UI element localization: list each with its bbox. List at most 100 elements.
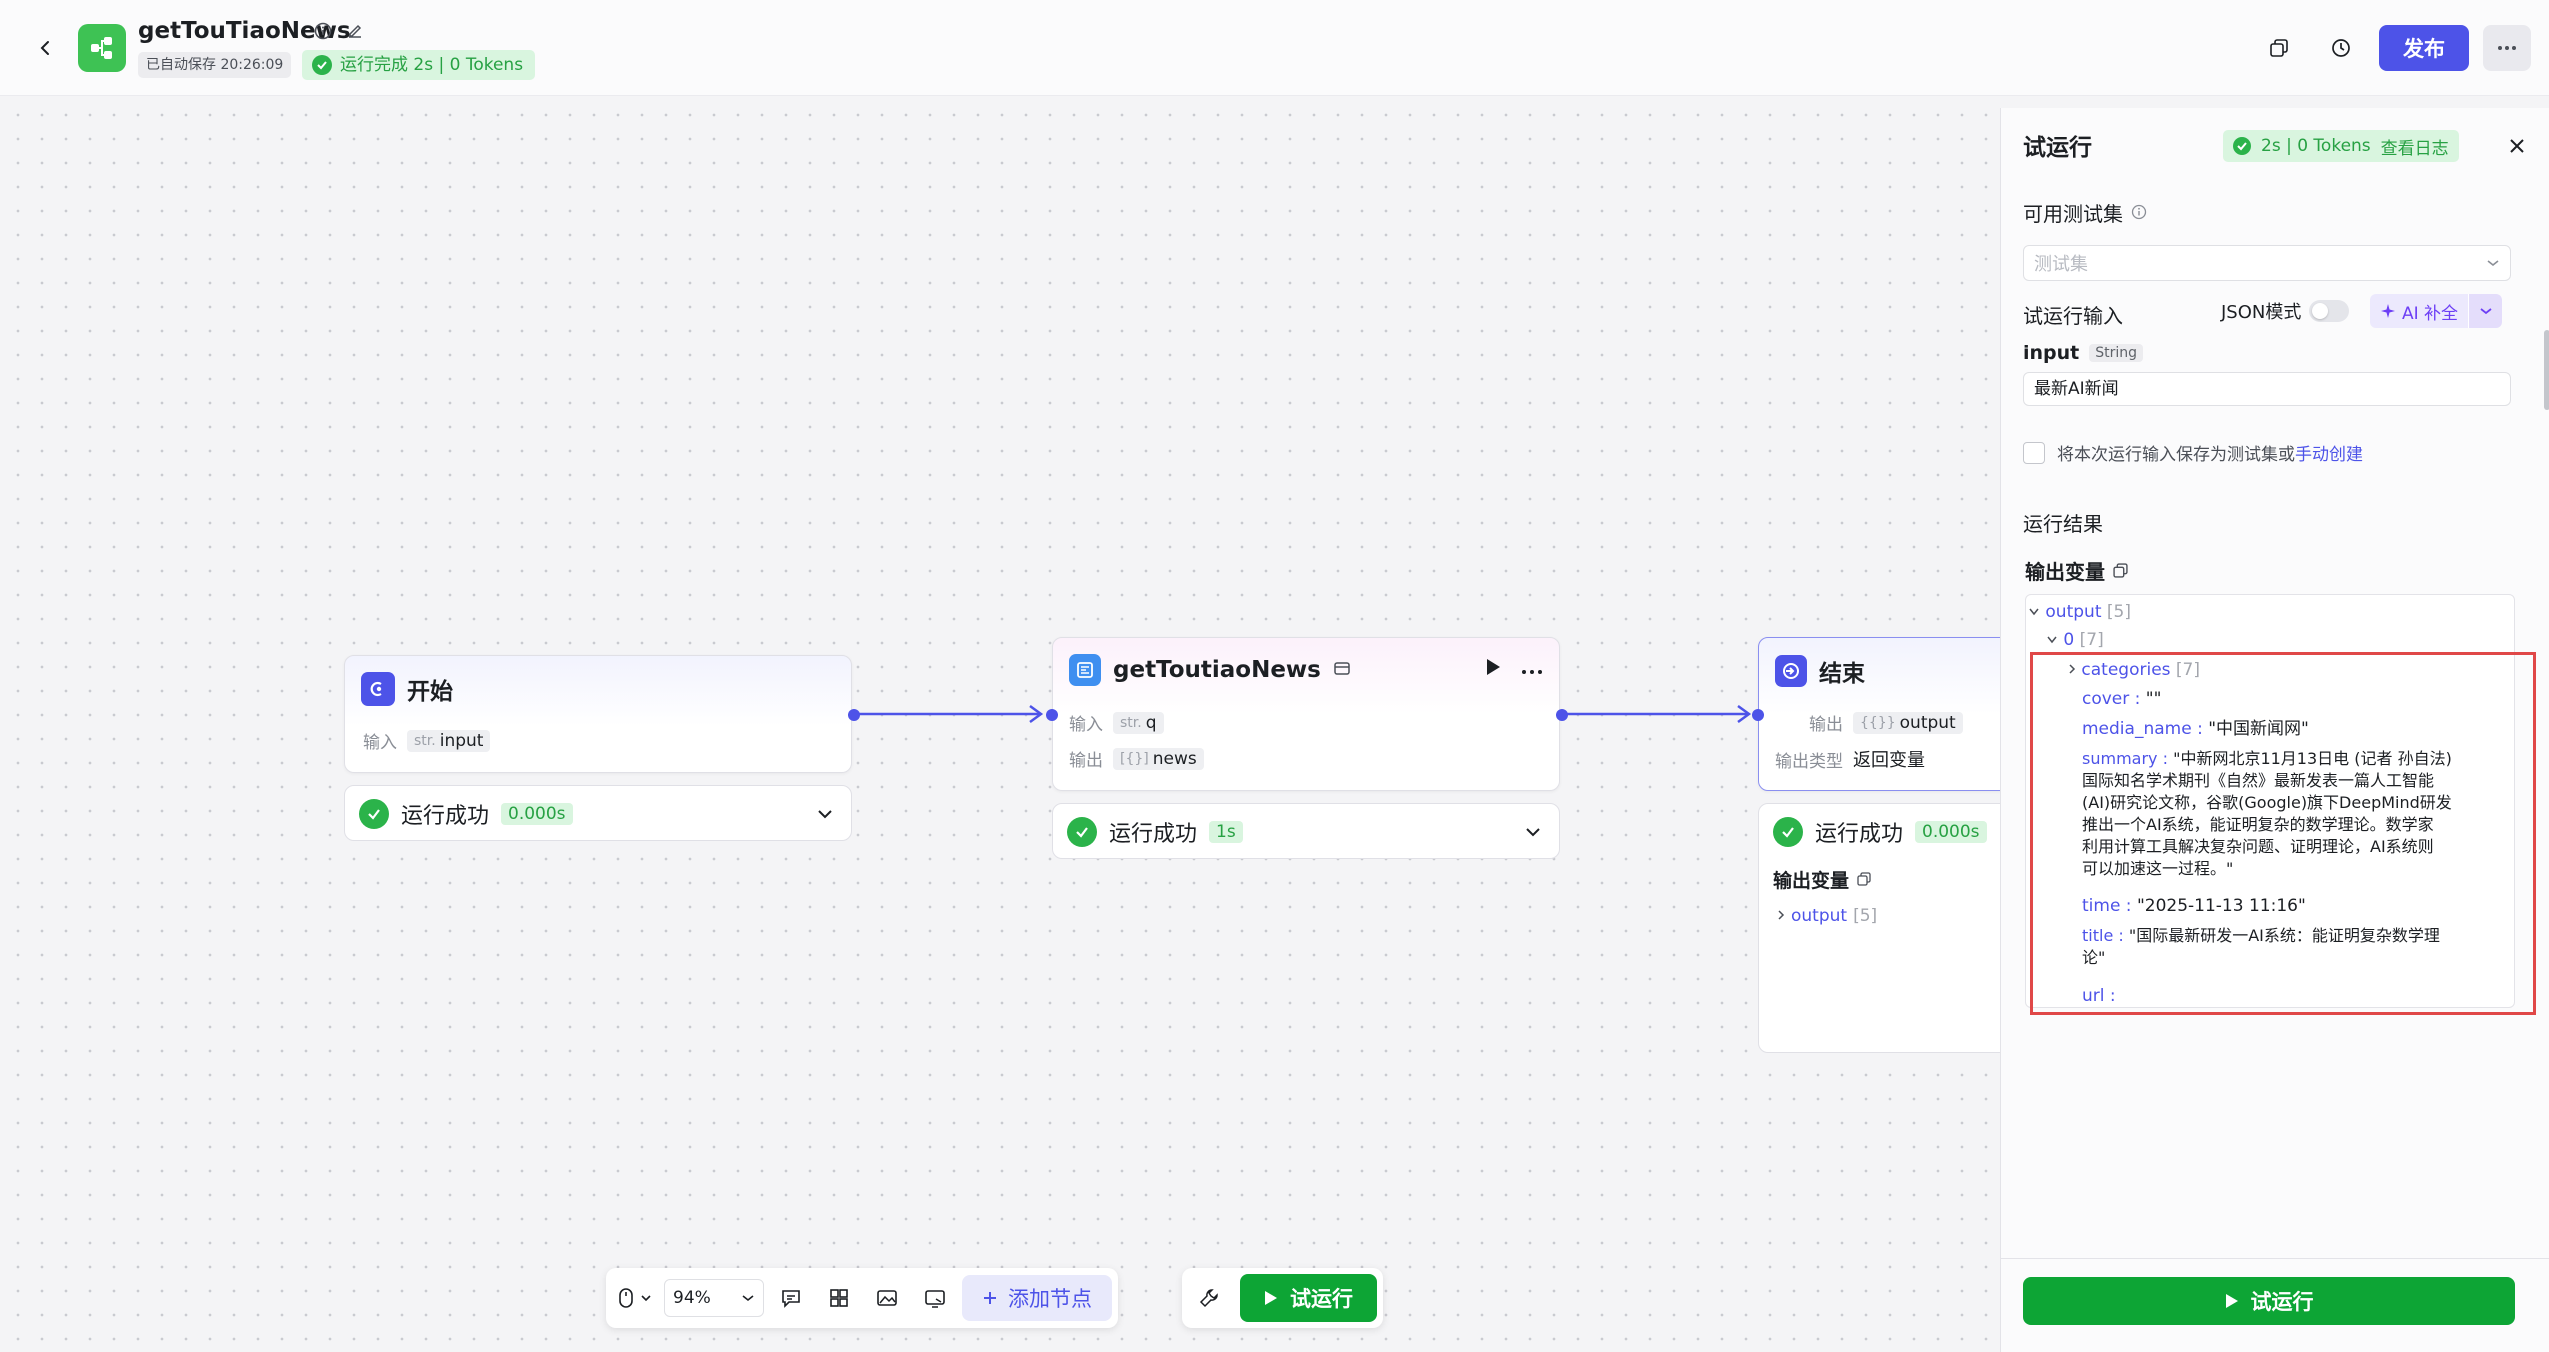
ai-fill-button[interactable]: AI 补全 (2370, 294, 2469, 328)
copy-workflow-button[interactable] (2255, 24, 2303, 72)
header: getTouTiaoNews 已自动保存 20:26:09 运行完成 2s | … (0, 0, 2549, 96)
comment-button[interactable] (770, 1277, 812, 1319)
play-icon (2225, 1294, 2238, 1308)
tree-root[interactable]: output [5] (2028, 601, 2131, 623)
news-node-head: getToutiaoNews (1069, 654, 1351, 686)
news-input-port[interactable] (1046, 709, 1058, 721)
tree-value: 利用计算工具解决复杂问题、证明理论，AI系统则 (2082, 837, 2434, 856)
chevron-right-icon (1777, 906, 1785, 926)
plus-icon (984, 1292, 996, 1304)
tree-key: 0 (2063, 630, 2075, 650)
tree-count: [7] (2175, 660, 2201, 680)
end-output-kind-row: 输出类型 返回变量 (1775, 746, 1925, 772)
panel-run-label: 试运行 (2250, 1290, 2314, 1314)
end-status-card[interactable]: 运行成功 0.000s 输出变量 output [5] (1758, 803, 2000, 1053)
workflow-logo-icon (78, 24, 126, 72)
ai-fill-button-group: AI 补全 (2370, 294, 2503, 328)
tree-summary: summary : "中新网北京11月13日电 (记者 孙自法) 国际知名学术期… (2082, 748, 2512, 880)
manual-create-link[interactable]: 手动创建 (2295, 445, 2363, 465)
json-mode-switch[interactable] (2309, 300, 2350, 322)
copy-icon[interactable] (2113, 559, 2128, 583)
start-status-card[interactable]: 运行成功 0.000s (344, 785, 852, 841)
plugin-icon (1069, 654, 1101, 686)
chevron-left-icon (40, 41, 49, 55)
canvas-toolbar: 94% 添加节点 (606, 1268, 1118, 1328)
panel-run-stats: 2s | 0 Tokens 查看日志 (2223, 130, 2459, 162)
title-icons (312, 20, 366, 42)
start-input-row: 输入 str.input (363, 728, 491, 753)
success-icon (359, 799, 389, 829)
output-kind-label: 输出类型 (1775, 751, 1843, 772)
chevron-down-icon[interactable] (813, 802, 837, 826)
end-input-port[interactable] (1752, 709, 1764, 721)
edit-icon[interactable] (344, 20, 366, 42)
news-output-port[interactable] (1556, 709, 1568, 721)
info-icon[interactable] (312, 20, 334, 42)
start-output-port[interactable] (848, 709, 860, 721)
news-node[interactable]: getToutiaoNews 输入 str.q 输出 [{}]news (1046, 637, 1568, 791)
auto-layout-button[interactable] (818, 1277, 860, 1319)
testset-select[interactable]: 测试集 (2023, 245, 2511, 281)
input-value-field[interactable]: 最新AI新闻 (2023, 372, 2511, 406)
tree-time: time : "2025-11-13 11:16" (2082, 895, 2306, 917)
save-testset-text: 将本次运行输入保存为测试集或 (2057, 445, 2295, 465)
news-node-actions (1485, 658, 1543, 680)
info-icon[interactable] (2131, 201, 2147, 225)
chevron-down-icon (2028, 602, 2040, 622)
panel-resize-handle[interactable] (2544, 330, 2549, 410)
tree-value: 可以加速这一过程。" (2082, 859, 2234, 878)
edges-layer (852, 704, 1752, 724)
result-json-viewer[interactable]: output [5] 0 [7] categories [7] cover : … (2025, 594, 2515, 1008)
tree-key: media_name : (2082, 719, 2203, 739)
tree-item-0[interactable]: 0 [7] (2046, 629, 2104, 651)
play-icon[interactable] (1485, 658, 1501, 680)
panel-trial-run-button[interactable]: 试运行 (2023, 1277, 2515, 1325)
save-testset-row: 将本次运行输入保存为测试集或手动创建 (2023, 440, 2363, 465)
input-label: 输入 (1069, 715, 1103, 735)
news-output-row: 输出 [{}]news (1069, 746, 1204, 771)
ai-fill-label: AI 补全 (2402, 303, 2459, 324)
output-vars-label: 输出变量 (2025, 556, 2128, 585)
start-node-title: 开始 (407, 679, 453, 705)
stats-text: 2s | 0 Tokens (2261, 136, 2371, 156)
result-title: 运行结果 (2023, 512, 2103, 536)
tree-cover: cover : "" (2082, 688, 2161, 710)
trial-run-button[interactable]: 试运行 (1240, 1274, 1377, 1322)
news-status-card[interactable]: 运行成功 1s (1052, 803, 1560, 859)
copy-icon[interactable] (1857, 869, 1871, 891)
chevron-down-icon[interactable] (1521, 820, 1545, 844)
view-log-link[interactable]: 查看日志 (2380, 138, 2449, 159)
minimap-button[interactable] (866, 1277, 908, 1319)
debug-tools-button[interactable] (1188, 1277, 1230, 1319)
autosave-status: 已自动保存 20:26:09 (138, 52, 292, 78)
screen-icon (925, 1290, 945, 1308)
more-dots-icon[interactable] (1521, 660, 1543, 679)
store-icon (1333, 659, 1351, 681)
tree-categories[interactable]: categories [7] (2068, 659, 2200, 681)
tree-key: cover : (2082, 689, 2141, 709)
end-node[interactable]: 结束 输出 {{}}output 输出类型 返回变量 (1752, 637, 2000, 791)
fullscreen-button[interactable] (914, 1277, 956, 1319)
tree-url: url : (2082, 985, 2116, 1007)
more-button[interactable] (2483, 25, 2531, 71)
history-button[interactable] (2317, 24, 2365, 72)
news-status-row: 运行成功 1s (1067, 816, 1243, 848)
chevron-down-icon (2046, 630, 2058, 650)
trial-input-label: 试运行输入 (2023, 304, 2123, 328)
add-node-button[interactable]: 添加节点 (962, 1275, 1112, 1321)
publish-button[interactable]: 发布 (2379, 25, 2469, 71)
chevron-down-icon (2479, 308, 2492, 315)
time-chip: 0.000s (1915, 821, 1987, 843)
tree-value: 国际知名学术期刊《自然》最新发表一篇人工智能 (2082, 771, 2435, 790)
close-panel-button[interactable] (2503, 132, 2531, 160)
start-node[interactable]: 开始 输入 str.input (344, 655, 860, 773)
back-button[interactable] (30, 32, 62, 64)
testset-placeholder: 测试集 (2034, 254, 2088, 275)
end-output-var[interactable]: output [5] (1777, 906, 1877, 926)
interaction-mode-button[interactable] (612, 1277, 658, 1319)
workflow-canvas[interactable]: 开始 输入 str.input 运行成功 0.000s getToutiaoNe… (0, 97, 2000, 1352)
history-icon (2332, 39, 2350, 57)
save-testset-checkbox[interactable] (2023, 441, 2045, 464)
ai-fill-dropdown[interactable] (2468, 294, 2503, 328)
zoom-select[interactable]: 94% (664, 1279, 764, 1317)
